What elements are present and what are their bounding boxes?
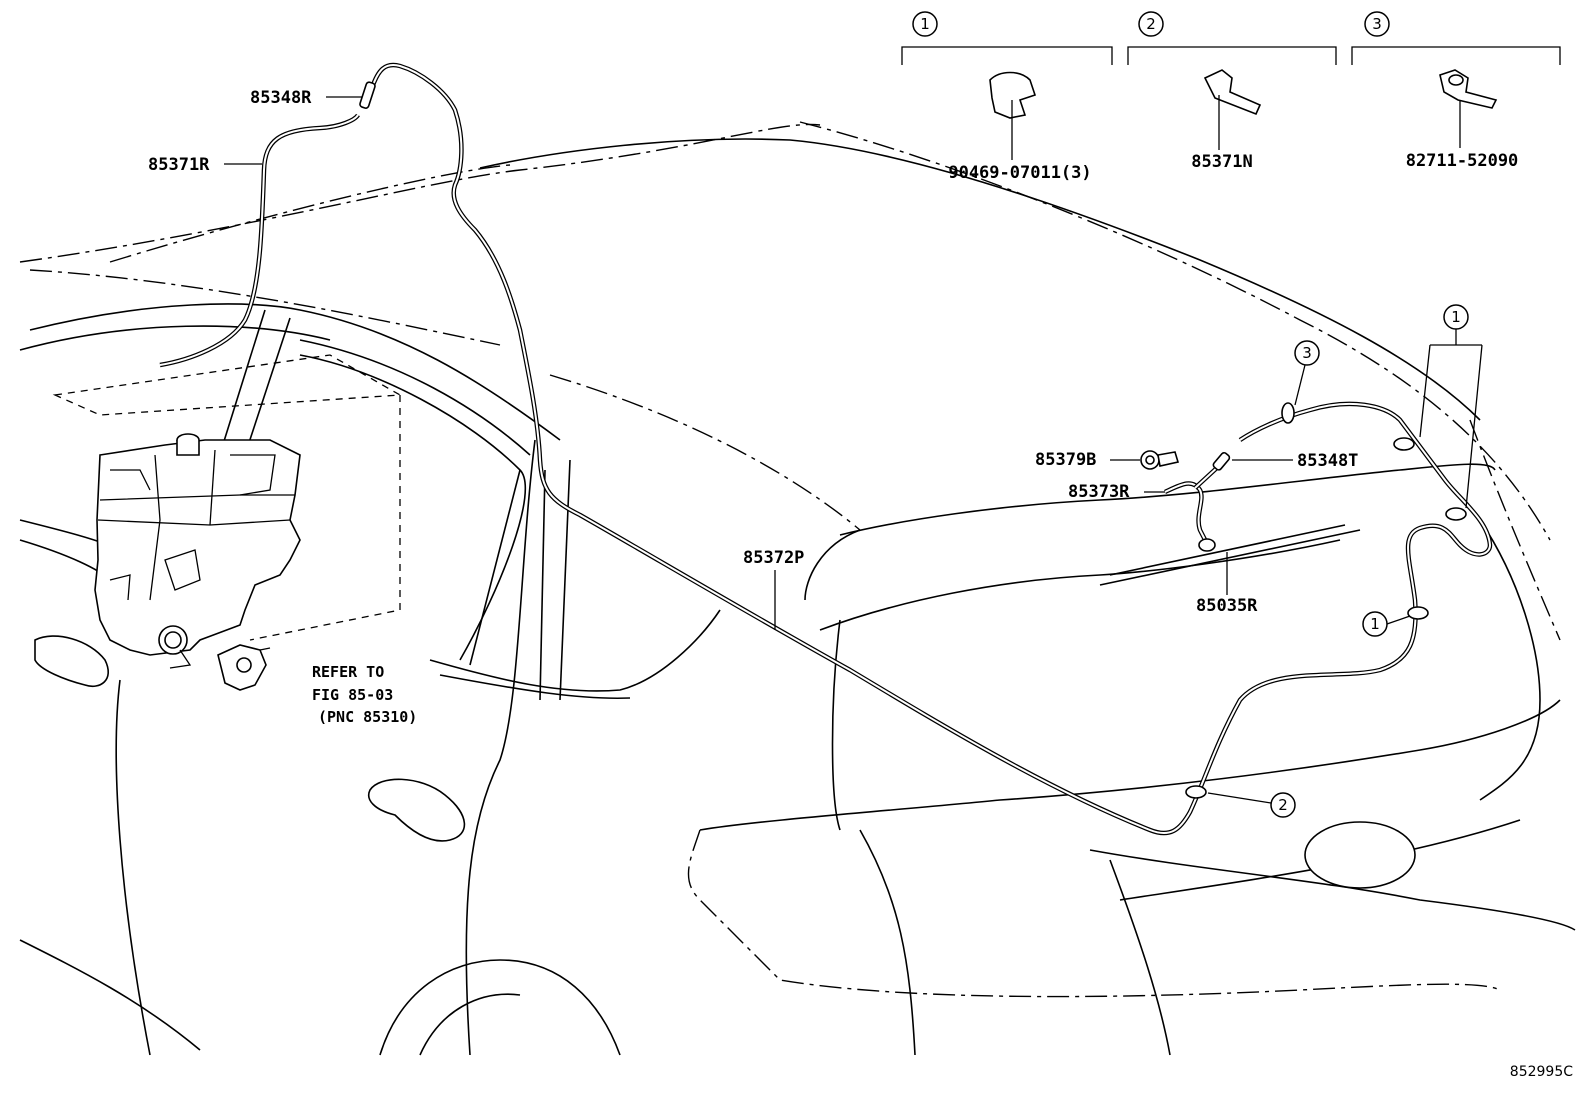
refer-note: REFER TO FIG 85-03 (PNC 85310) (312, 663, 417, 726)
nozzle-85035R (1198, 538, 1216, 552)
marker-2-bumper-text: 2 (1278, 796, 1288, 814)
detail-box-3: 3 82711-52090 (1351, 11, 1561, 171)
rear-wiper-arm (1099, 529, 1361, 586)
vehicle-body-outline (19, 121, 1576, 1056)
joint-85348R (359, 81, 376, 109)
detail-box-1-index: 1 (920, 15, 930, 33)
refer-note-line2: FIG 85-03 (312, 686, 393, 704)
marker-1-hatch-upper: 1 (1419, 304, 1483, 509)
clamps (1185, 402, 1467, 799)
diagram-ref-code: 852995C (1510, 1064, 1573, 1080)
label-85373R: 85373R (1068, 482, 1130, 502)
washer-tank (94, 433, 301, 691)
callout-85373R: 85373R (1068, 482, 1165, 502)
callout-85379B: 85379B (1035, 450, 1140, 470)
label-85035R: 85035R (1196, 596, 1258, 616)
washer-hose-85372P (369, 62, 1493, 836)
marker-3-roof: 3 (1294, 340, 1320, 406)
marker-1-hatch-upper-text: 1 (1451, 308, 1461, 326)
joint-85348T (1212, 451, 1231, 471)
refer-note-line1: REFER TO (312, 663, 384, 681)
detail-box-2-part: 85371N (1191, 152, 1252, 172)
callout-85348T: 85348T (1232, 451, 1358, 471)
detail-box-3-index: 3 (1372, 15, 1382, 33)
marker-3-roof-text: 3 (1302, 344, 1312, 362)
detail-box-1: 1 90469-07011(3) (901, 11, 1113, 183)
marker-2-bumper: 2 (1207, 792, 1296, 818)
detail-box-2-index: 2 (1146, 15, 1156, 33)
marker-1-hatch-lower: 1 (1362, 611, 1411, 637)
callout-85348R: 85348R (250, 88, 362, 108)
washer-hose-85373R (1164, 463, 1222, 551)
washer-hose-85371R (159, 113, 360, 368)
label-85379B: 85379B (1035, 450, 1096, 470)
callout-85371R: 85371R (148, 155, 262, 175)
label-85348T: 85348T (1297, 451, 1358, 471)
detail-box-3-part: 82711-52090 (1406, 151, 1519, 171)
detail-box-2: 2 85371N (1127, 11, 1337, 172)
grommet-85379B (1140, 450, 1180, 470)
marker-1-hatch-lower-text: 1 (1370, 615, 1380, 633)
label-85371R: 85371R (148, 155, 210, 175)
callout-85372P: 85372P (743, 548, 804, 630)
detail-box-1-part: 90469-07011(3) (948, 163, 1091, 183)
callout-85035R: 85035R (1196, 552, 1258, 616)
label-85348R: 85348R (250, 88, 312, 108)
label-85372P: 85372P (743, 548, 804, 568)
refer-note-line3: (PNC 85310) (318, 708, 417, 726)
